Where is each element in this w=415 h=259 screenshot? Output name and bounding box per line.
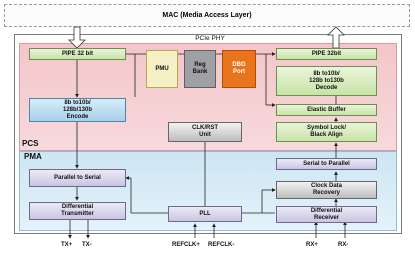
differential-receiver-block: Differential Receiver [276, 206, 377, 223]
reg-bank-block: Reg Bank [184, 50, 216, 88]
pmu-block: PMU [146, 50, 178, 88]
mac-to-pipe-tx-arrow [68, 26, 86, 49]
pll-block: PLL [168, 206, 242, 222]
decode-block: 8b to10b/ 128b to130b Decode [276, 66, 377, 96]
pipe-32bit-rx-block: PIPE 32bit [276, 48, 377, 60]
dbg-port-block: DBG Port [222, 50, 256, 88]
tx-minus-pin: TX- [82, 242, 92, 248]
encode-block: 8b to10b/ 128b/130b Encode [29, 98, 126, 122]
clock-data-recovery-block: Clock Data Recovery [276, 181, 377, 199]
differential-transmitter-block: Differential Transmitter [29, 202, 126, 220]
pipe-rx-to-mac-arrow [327, 26, 345, 49]
rx-minus-pin: RX- [338, 242, 349, 248]
parallel-to-serial-block: Parallel to Serial [29, 169, 126, 187]
serial-to-parallel-block: Serial to Parallel [276, 158, 377, 170]
refclk-plus-pin: REFCLK+ [172, 242, 200, 248]
clk-rst-unit-block: CLK/RST Unit [168, 122, 242, 142]
tx-plus-pin: TX+ [61, 242, 73, 248]
pcie-phy-frame [14, 34, 402, 234]
rx-plus-pin: RX+ [306, 242, 318, 248]
pma-label: PMA [24, 152, 42, 161]
pipe-32bit-tx-block: PIPE 32 bit [29, 48, 126, 60]
symbol-lock-block: Symbol Lock/ Black Align [276, 122, 377, 142]
refclk-minus-pin: REFCLK- [208, 242, 235, 248]
pcs-label: PCS [22, 139, 39, 148]
mac-layer: MAC (Media Access Layer) [4, 4, 410, 27]
elastic-buffer-block: Elastic Buffer [276, 104, 377, 116]
pcie-phy-title: PCIe PHY [195, 35, 225, 42]
